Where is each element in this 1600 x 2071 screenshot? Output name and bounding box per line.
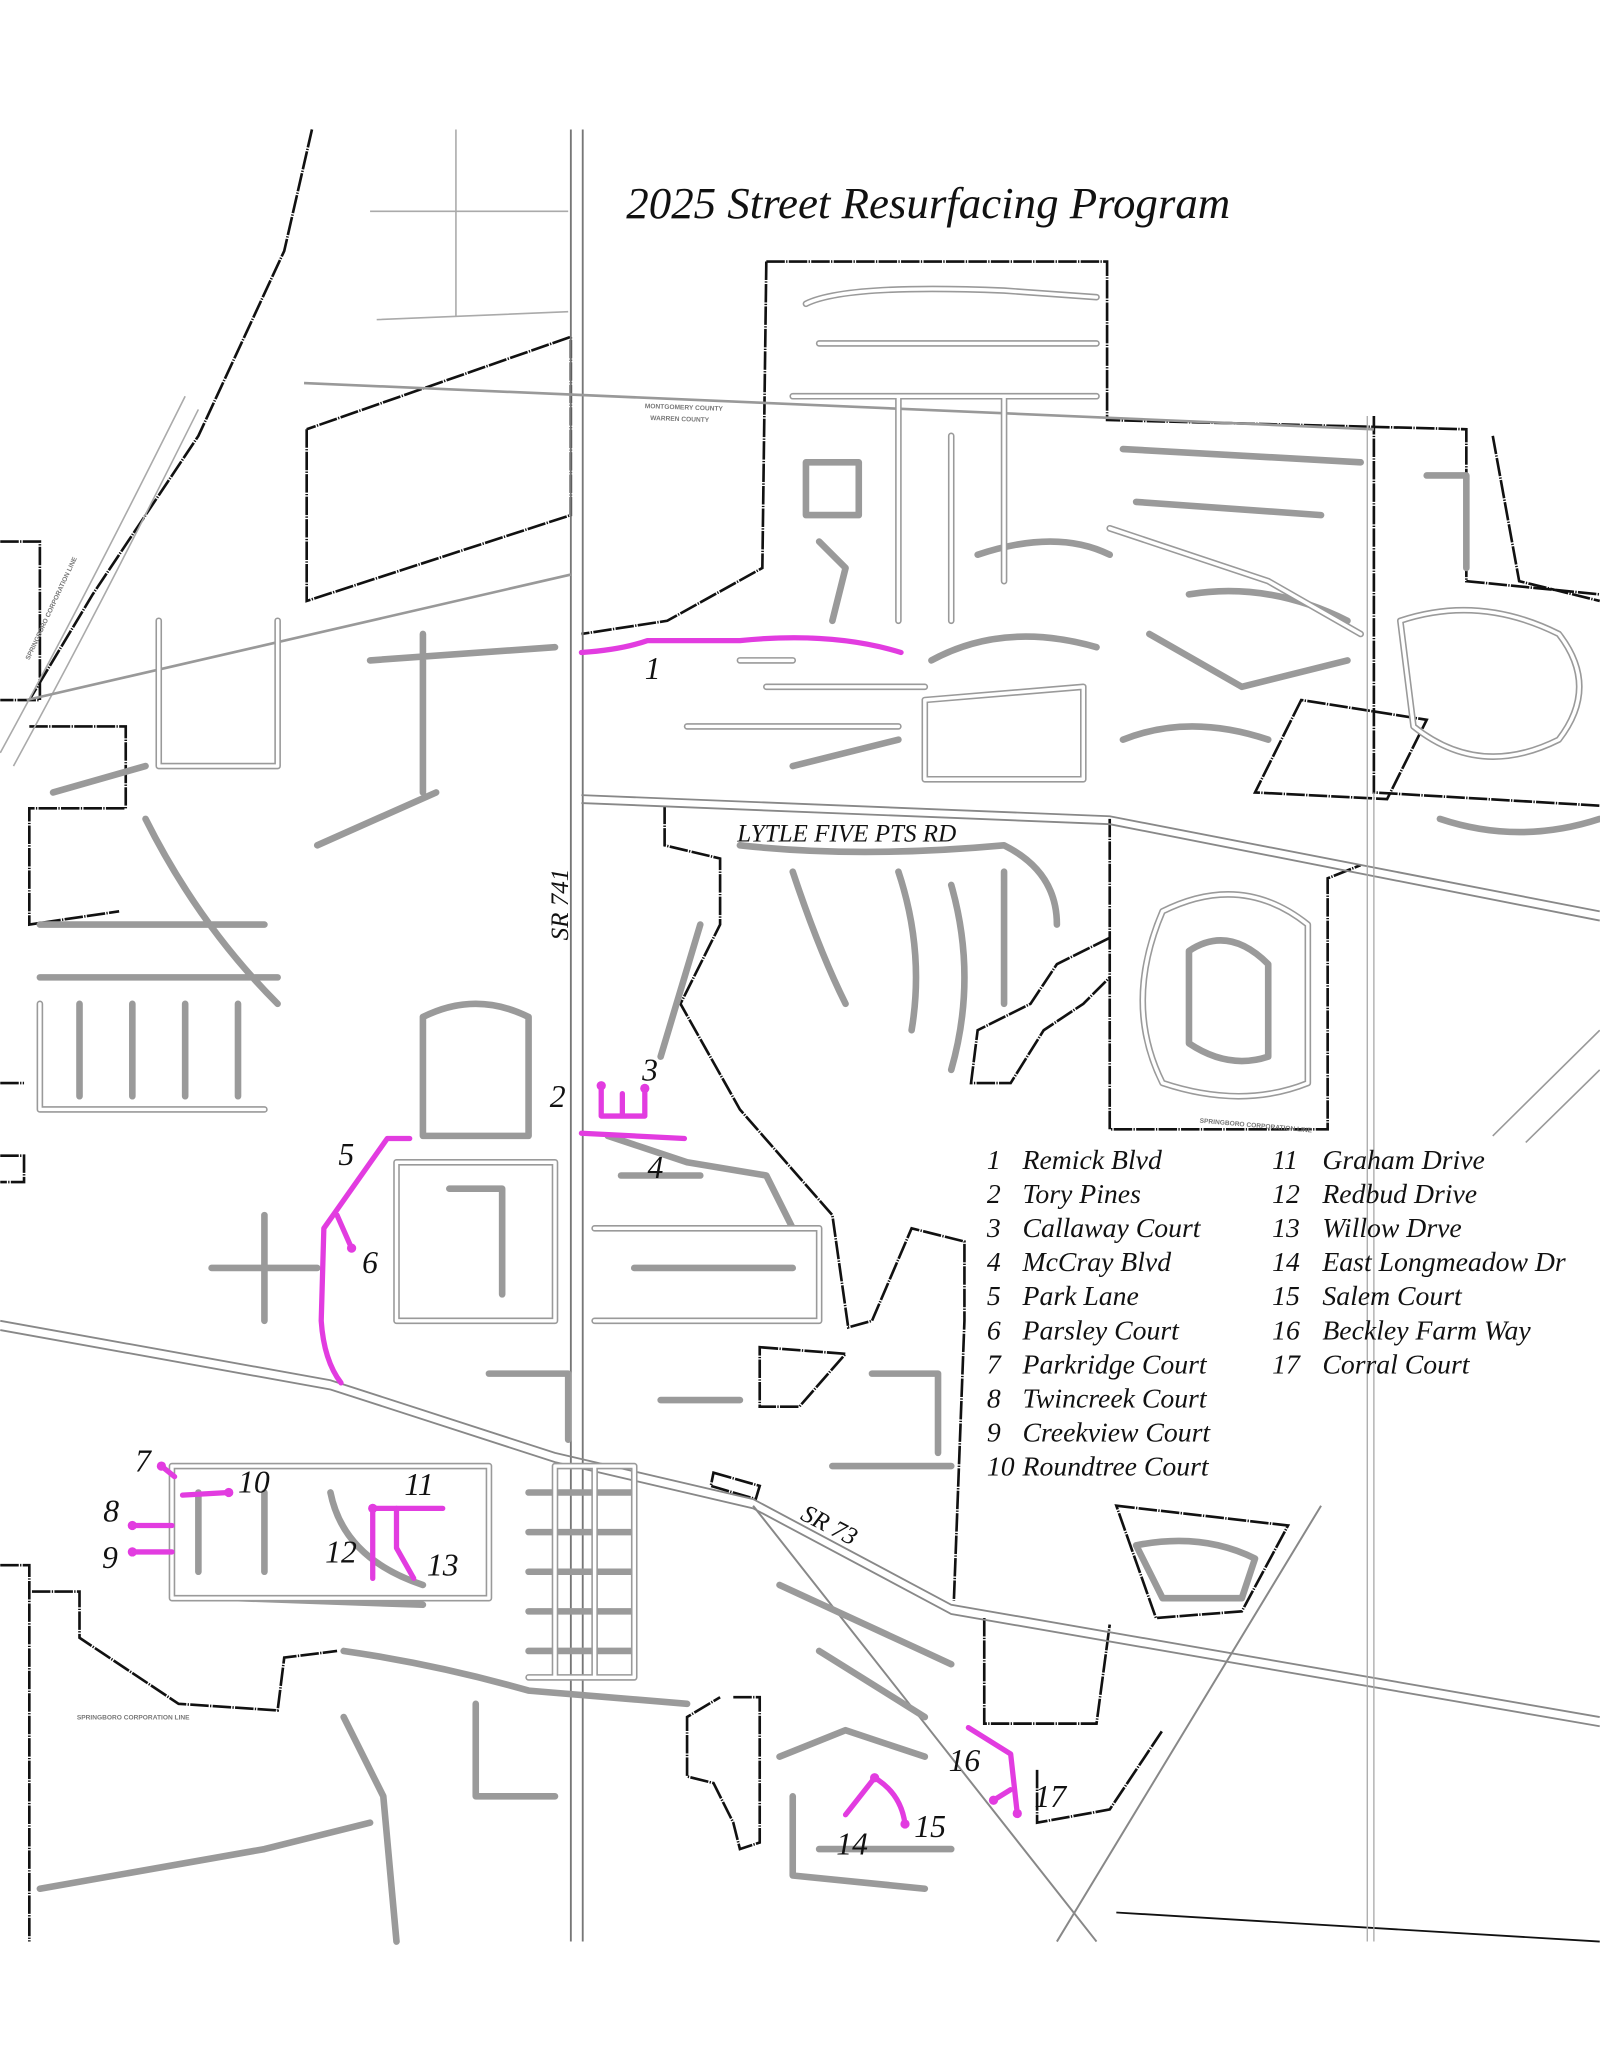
legend-street-name: Parsley Court	[1022, 1314, 1181, 1345]
legend-number: 15	[1272, 1280, 1300, 1311]
legend-street-name: East Longmeadow Dr	[1321, 1246, 1566, 1277]
sr741-label: SR 741	[547, 869, 574, 941]
marker-17: 17	[1034, 1779, 1067, 1814]
warren-county-label: WARREN COUNTY	[650, 415, 710, 424]
legend-item: 7 Parkridge Court	[987, 1348, 1208, 1379]
street-5-park-lane	[318, 1135, 413, 1386]
legend-street-name: Corral Court	[1322, 1348, 1470, 1379]
legend-item: 14 East Longmeadow Dr	[1272, 1246, 1566, 1277]
legend-street-name: Creekview Court	[1023, 1417, 1212, 1448]
resurfacing-streets	[127, 635, 1022, 1829]
marker-2: 2	[550, 1079, 566, 1114]
lytle-five-pts-rd-label: LYTLE FIVE PTS RD	[736, 820, 956, 847]
legend-street-name: Beckley Farm Way	[1322, 1314, 1531, 1345]
marker-4: 4	[647, 1150, 663, 1185]
legend-number: 4	[987, 1246, 1001, 1277]
legend-street-name: Roundtree Court	[1022, 1451, 1210, 1482]
marker-9: 9	[102, 1540, 118, 1575]
street-15-salem-court	[871, 1775, 908, 1827]
legend-street-name: Redbud Drive	[1321, 1178, 1477, 1209]
marker-14: 14	[836, 1826, 868, 1861]
legend-number: 2	[987, 1178, 1001, 1209]
street-16-beckley-farm-way	[965, 1724, 1020, 1817]
legend-item: 12 Redbud Drive	[1272, 1178, 1477, 1209]
map-title: 2025 Street Resurfacing Program	[626, 178, 1230, 228]
marker-7: 7	[135, 1443, 152, 1478]
legend-item: 15 Salem Court	[1272, 1280, 1463, 1311]
legend-street-name: Salem Court	[1322, 1280, 1463, 1311]
marker-12: 12	[325, 1534, 357, 1569]
legend-number: 1	[987, 1144, 1001, 1175]
legend-item: 9 Creekview Court	[987, 1417, 1212, 1448]
legend-number: 7	[987, 1348, 1002, 1379]
legend-street-name: Park Lane	[1022, 1280, 1139, 1311]
street-6-parsley-court	[334, 1212, 355, 1251]
marker-8: 8	[103, 1494, 119, 1529]
corporation-line-label: SPRINGBORO CORPORATION LINE	[77, 1715, 190, 1722]
legend-number: 12	[1272, 1178, 1300, 1209]
marker-11: 11	[404, 1467, 433, 1502]
street-3-callaway-court	[598, 1083, 648, 1119]
legend-number: 10	[987, 1451, 1015, 1482]
legend-item: 1 Remick Blvd	[987, 1144, 1162, 1175]
legend-number: 13	[1272, 1212, 1300, 1243]
marker-16: 16	[949, 1743, 981, 1778]
legend-street-name: Callaway Court	[1023, 1212, 1202, 1243]
legend-street-name: Remick Blvd	[1022, 1144, 1162, 1175]
corporation-line-label: SPRINGBORO CORPORATION LINE	[25, 556, 79, 662]
legend-street-name: Twincreek Court	[1023, 1382, 1208, 1413]
legend-item: 6 Parsley Court	[987, 1314, 1180, 1345]
legend-number: 16	[1272, 1314, 1300, 1345]
legend-item: 4 McCray Blvd	[987, 1246, 1171, 1277]
legend-item: 16 Beckley Farm Way	[1272, 1314, 1531, 1345]
legend-number: 17	[1272, 1348, 1301, 1379]
montgomery-county-label: MONTGOMERY COUNTY	[645, 403, 724, 413]
street-14-east-longmeadow-dr	[842, 1775, 878, 1818]
legend-item: 2 Tory Pines	[987, 1178, 1141, 1209]
legend-item: 17 Corral Court	[1272, 1348, 1471, 1379]
street-13-willow-drive	[393, 1505, 417, 1581]
corporation-line-label: SPRINGBORO CORPORATION LINE	[1199, 1118, 1312, 1135]
legend-item: 11 Graham Drive	[1272, 1144, 1485, 1175]
legend-item: 3 Callaway Court	[986, 1212, 1202, 1243]
sr73-label: SR 73	[797, 1500, 862, 1551]
legend-street-name: Willow Drve	[1322, 1212, 1461, 1243]
marker-13: 13	[427, 1548, 459, 1583]
legend-item: 13 Willow Drve	[1272, 1212, 1462, 1243]
legend-number: 9	[987, 1417, 1001, 1448]
legend-item: 5 Park Lane	[987, 1280, 1139, 1311]
legend-number: 14	[1272, 1246, 1300, 1277]
legend-number: 5	[987, 1280, 1001, 1311]
major-roads	[0, 129, 1600, 1943]
neighborhood-streets	[36, 285, 1600, 1945]
legend-number: 11	[1272, 1144, 1298, 1175]
legend-number: 8	[987, 1382, 1001, 1413]
street-1-remick-blvd	[578, 635, 904, 656]
legend-street-name: Graham Drive	[1322, 1144, 1484, 1175]
street-number-markers: 1 2 3 4 5 6 7 8 9 10 11 12 13 14 15 16 1…	[102, 651, 1067, 1862]
street-2-tory-pines	[578, 1130, 688, 1142]
marker-15: 15	[914, 1809, 946, 1844]
legend-item: 8 Twincreek Court	[987, 1382, 1208, 1413]
marker-5: 5	[338, 1137, 354, 1172]
legend-street-name: Parkridge Court	[1022, 1348, 1208, 1379]
legend-number: 6	[987, 1314, 1001, 1345]
marker-6: 6	[362, 1245, 378, 1280]
legend-street-name: Tory Pines	[1023, 1178, 1141, 1209]
marker-1: 1	[645, 651, 661, 686]
marker-10: 10	[238, 1464, 270, 1499]
legend-number: 3	[986, 1212, 1001, 1243]
street-10-roundtree-court	[179, 1489, 232, 1498]
marker-3: 3	[641, 1052, 658, 1087]
street-centerlines	[38, 287, 1581, 1680]
legend-street-name: McCray Blvd	[1022, 1246, 1172, 1277]
